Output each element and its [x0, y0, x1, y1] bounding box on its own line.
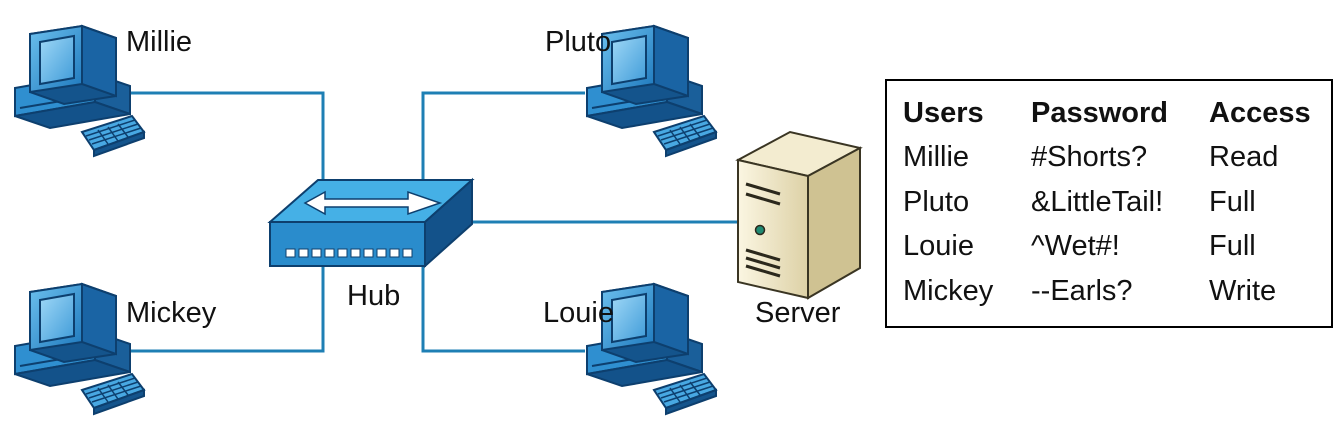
cell-password: #Shorts?	[1031, 141, 1148, 174]
server-icon	[735, 130, 863, 300]
header-access: Access	[1209, 96, 1311, 129]
credentials-table: Users Password Access Millie #Shorts? Re…	[903, 91, 1319, 314]
header-users: Users	[903, 96, 984, 129]
cell-user: Pluto	[903, 185, 970, 218]
table-row: Pluto &LittleTail! Full	[903, 180, 1319, 225]
cell-access: Write	[1209, 274, 1277, 307]
cell-access: Read	[1209, 141, 1279, 174]
computer-mickey-icon	[14, 283, 145, 415]
label-pluto: Pluto	[545, 26, 611, 58]
table-header-row: Users Password Access	[903, 91, 1319, 136]
hub-icon	[267, 177, 475, 269]
cell-user: Mickey	[903, 274, 994, 307]
link-pluto	[421, 91, 585, 190]
cell-user: Millie	[903, 141, 970, 174]
label-louie: Louie	[543, 297, 614, 329]
table-row: Louie ^Wet#! Full	[903, 225, 1319, 270]
link-millie	[130, 91, 325, 212]
cell-access: Full	[1209, 185, 1256, 218]
cell-password: &LittleTail!	[1031, 185, 1164, 218]
table-row: Millie #Shorts? Read	[903, 136, 1319, 181]
label-millie: Millie	[126, 26, 192, 58]
link-louie	[421, 262, 585, 353]
computer-millie-icon	[14, 25, 145, 157]
link-mickey	[130, 262, 325, 353]
label-mickey: Mickey	[126, 297, 217, 329]
network-links	[130, 91, 740, 353]
label-hub: Hub	[347, 280, 400, 312]
cell-password: --Earls?	[1031, 274, 1133, 307]
cell-password: ^Wet#!	[1031, 230, 1120, 263]
label-server: Server	[755, 297, 841, 329]
table-row: Mickey --Earls? Write	[903, 269, 1319, 314]
cell-access: Full	[1209, 230, 1256, 263]
header-password: Password	[1031, 96, 1168, 129]
cell-user: Louie	[903, 230, 974, 263]
credentials-table-box: Users Password Access Millie #Shorts? Re…	[885, 79, 1333, 328]
